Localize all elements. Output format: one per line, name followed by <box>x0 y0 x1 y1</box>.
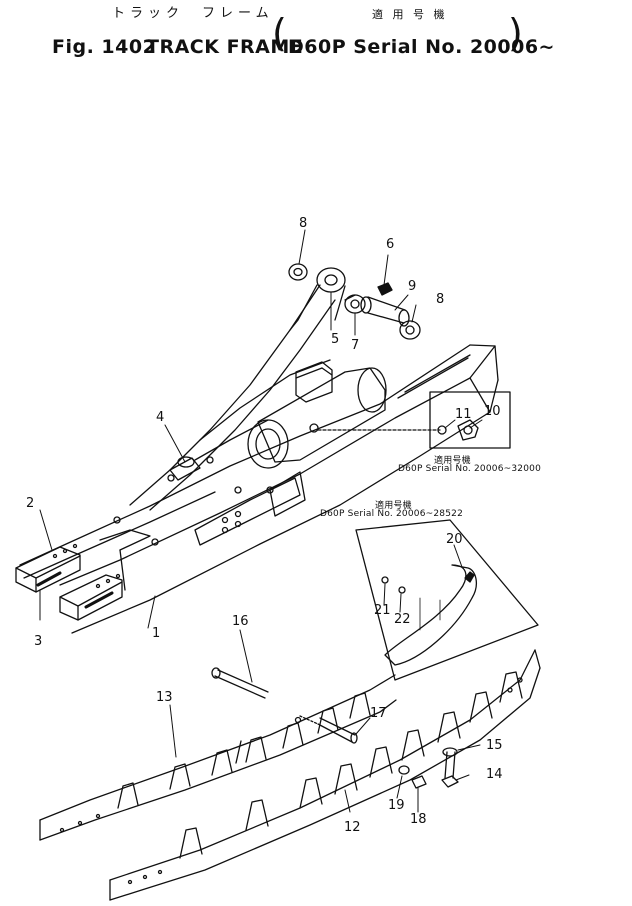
track-frame-part-1 <box>15 344 499 634</box>
callout-14: 14 <box>486 767 503 782</box>
japanese-part-name: トラック フレーム <box>112 6 274 21</box>
note-1-serial: D60P Serial No. 20006~32000 <box>398 464 542 474</box>
open-parenthesis: ( <box>272 11 287 55</box>
callout-20: 20 <box>446 532 463 547</box>
hardware-14-15-18-19 <box>398 747 459 789</box>
callout-22: 22 <box>394 612 411 627</box>
callout-5: 5 <box>331 332 340 347</box>
callout-12: 12 <box>344 820 361 835</box>
track-guard-part-13 <box>39 674 397 841</box>
callout-4: 4 <box>156 410 165 425</box>
track-guard-part-12 <box>109 649 541 901</box>
callout-21: 21 <box>374 603 391 618</box>
callout-18: 18 <box>410 812 427 827</box>
callout-13: 13 <box>156 690 173 705</box>
callout-19: 19 <box>388 798 405 813</box>
note-2-japanese: 適用号機 <box>375 501 412 511</box>
callout-15: 15 <box>486 738 503 753</box>
callout-2: 2 <box>26 496 35 511</box>
callout-3: 3 <box>34 634 43 649</box>
figure-number: Fig. 1402 <box>52 36 157 58</box>
leader-lines <box>39 229 483 813</box>
callout-6: 6 <box>386 237 395 252</box>
bolt-16-pin-17 <box>211 667 358 744</box>
callout-8-right: 8 <box>436 292 445 307</box>
figure-title: TRACK FRAME <box>146 36 304 58</box>
callout-10: 10 <box>484 404 501 419</box>
pin-parts <box>288 263 421 340</box>
arm-assembly <box>129 267 387 511</box>
detail-box-10-11 <box>317 391 511 449</box>
note-2-serial: D60P Serial No. 20006~28522 <box>320 509 464 519</box>
note-1-japanese: 適用号機 <box>434 456 471 466</box>
callout-8-upper: 8 <box>299 216 308 231</box>
japanese-applicable-label: 適 用 号 機 <box>372 8 448 21</box>
callout-17: 17 <box>370 706 387 721</box>
callout-1: 1 <box>152 626 161 641</box>
plate-detail-20-22 <box>355 519 539 681</box>
callout-7: 7 <box>351 338 360 353</box>
callout-11: 11 <box>455 407 472 422</box>
callout-9: 9 <box>408 279 417 294</box>
close-parenthesis: ) <box>508 11 523 55</box>
callout-16: 16 <box>232 614 249 629</box>
serial-range: D60P Serial No. 20006~ <box>288 36 555 58</box>
